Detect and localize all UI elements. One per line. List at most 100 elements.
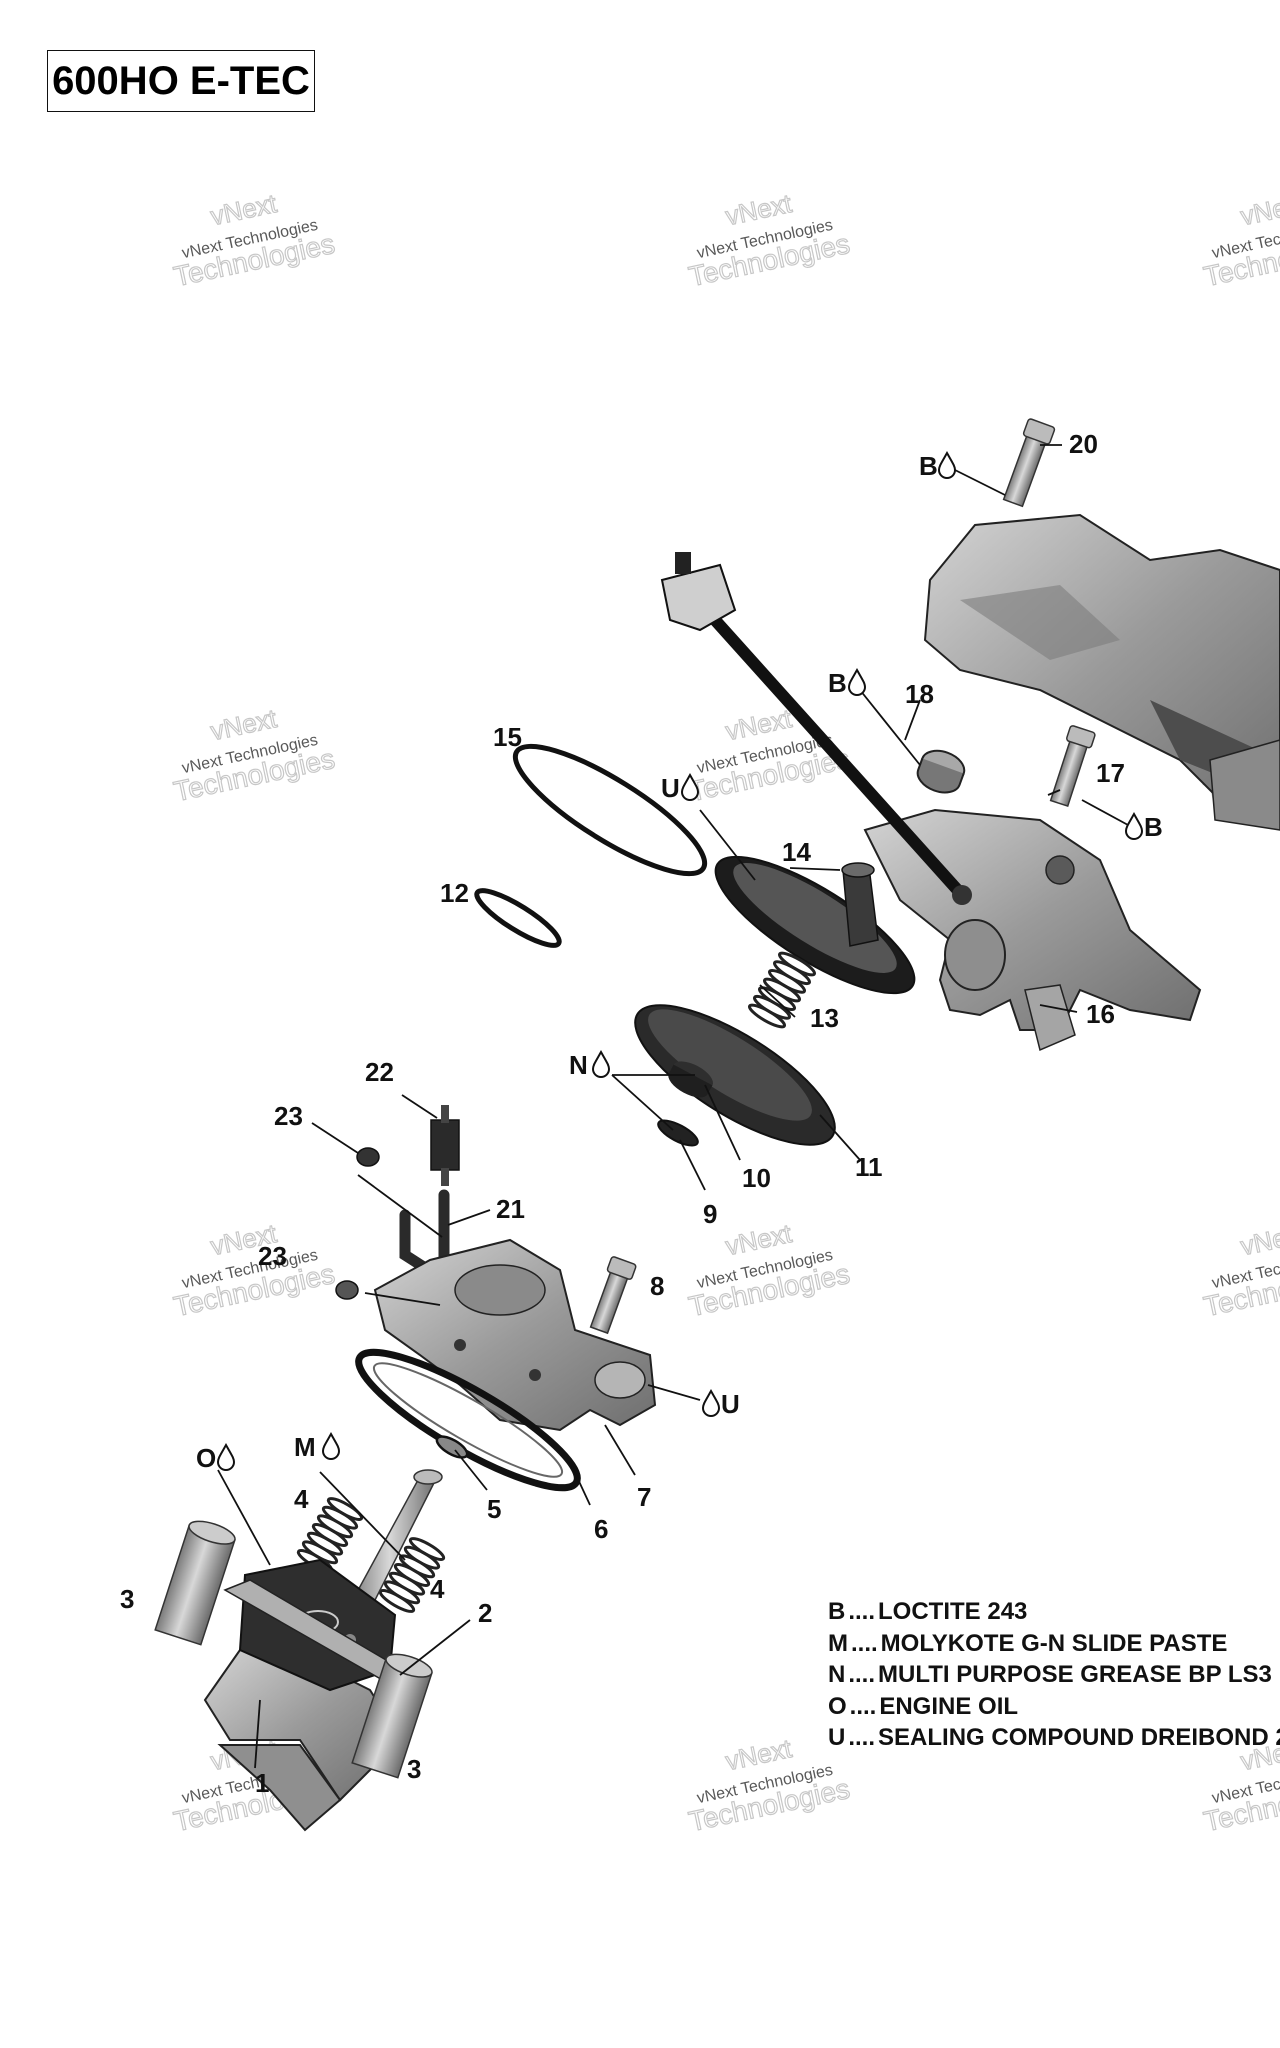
part-4-spring-right xyxy=(378,1537,446,1613)
watermark-text: vNext xyxy=(723,1218,795,1261)
legend-text: SEALING COMPOUND DREIBOND 2290 xyxy=(878,1724,1280,1751)
callout-4: 4 xyxy=(430,1574,445,1604)
callout-16: 16 xyxy=(1086,999,1115,1029)
legend-code: N xyxy=(828,1661,846,1688)
part-18-cap xyxy=(916,749,966,794)
part-7-housing xyxy=(373,1238,657,1432)
legend-row: N....MULTI PURPOSE GREASE BP LS3 xyxy=(828,1659,1272,1691)
mark-sealing-compound: U xyxy=(661,773,680,803)
leader-lines xyxy=(217,444,1129,1769)
callout-13: 13 xyxy=(810,1003,839,1033)
callout-7: 7 xyxy=(637,1482,651,1512)
legend-row: U....SEALING COMPOUND DREIBOND 2290 xyxy=(828,1722,1280,1754)
watermark-text: vNext xyxy=(723,1733,795,1776)
drop-icon xyxy=(938,452,956,479)
part-17-bolt xyxy=(1049,725,1096,808)
callout-17: 17 xyxy=(1096,758,1125,788)
callout-18: 18 xyxy=(905,679,934,709)
legend-code: M xyxy=(828,1629,848,1657)
drop-icon xyxy=(848,669,866,696)
legend-text: MOLYKOTE G-N SLIDE PASTE xyxy=(880,1629,1228,1657)
part-3-sleeve-left xyxy=(154,1520,236,1646)
drop-icon xyxy=(1125,813,1143,840)
part-23-plug-lower xyxy=(335,1280,359,1300)
callout-8: 8 xyxy=(650,1271,664,1301)
legend-code: B xyxy=(828,1598,846,1625)
legend-row: B....LOCTITE 243 xyxy=(828,1596,1268,1628)
legend-text: MULTI PURPOSE GREASE BP LS3 xyxy=(878,1661,1272,1688)
callout-2: 2 xyxy=(478,1598,492,1628)
callout-5: 5 xyxy=(487,1494,501,1524)
callout-numbers: 1 2 3 3 4 4 5 6 7 8 9 10 11 12 13 14 15 … xyxy=(120,429,1125,1798)
callout-1: 1 xyxy=(255,1768,269,1798)
mark-loctite: B xyxy=(828,668,847,698)
legend-code: O xyxy=(828,1692,847,1720)
drop-icon xyxy=(592,1051,610,1078)
lubricant-marks: B B B U U N M O xyxy=(196,451,1163,1473)
plunger-pin xyxy=(348,1469,443,1611)
part-12-o-ring xyxy=(474,888,562,948)
sensor-wire xyxy=(660,552,972,905)
legend-text: ENGINE OIL xyxy=(879,1692,1019,1720)
callout-15: 15 xyxy=(493,722,522,752)
callout-23: 23 xyxy=(274,1101,303,1131)
legend-code: U xyxy=(828,1724,846,1751)
mark-loctite: B xyxy=(919,451,938,481)
callout-14: 14 xyxy=(782,837,811,867)
mark-molykote: M xyxy=(294,1432,316,1462)
drop-icon xyxy=(702,1390,720,1417)
watermark-text: vNext xyxy=(723,703,795,746)
part-11-disc xyxy=(634,1004,836,1146)
drop-icon xyxy=(217,1444,235,1471)
callout-10: 10 xyxy=(742,1163,771,1193)
model-title: 600HO E-TEC xyxy=(47,50,315,112)
part-22-check-valve xyxy=(430,1105,460,1186)
callout-20: 20 xyxy=(1069,429,1098,459)
callout-3: 3 xyxy=(407,1754,421,1784)
legend-separator: .... xyxy=(848,1661,876,1688)
drop-icon xyxy=(322,1433,340,1460)
callout-23: 23 xyxy=(258,1241,287,1271)
mark-loctite: B xyxy=(1144,812,1163,842)
watermark-text: vNext xyxy=(723,188,795,231)
callout-22: 22 xyxy=(365,1057,394,1087)
mark-sealing-compound: U xyxy=(721,1389,740,1419)
mark-grease: N xyxy=(569,1050,588,1080)
callout-12: 12 xyxy=(440,878,469,908)
part-8-bolt xyxy=(589,1256,637,1335)
legend-row: M....MOLYKOTE G-N SLIDE PASTE xyxy=(828,1628,1268,1660)
callout-6: 6 xyxy=(594,1514,608,1544)
cover-housing xyxy=(923,513,1280,831)
part-16-valve-housing xyxy=(863,808,1202,1052)
part-3-sleeve-right xyxy=(351,1653,433,1779)
callout-3: 3 xyxy=(120,1584,134,1614)
legend-separator: .... xyxy=(851,1629,878,1657)
watermark-text: vNext xyxy=(208,703,280,746)
part-23-plug-upper xyxy=(356,1147,380,1167)
part-13-spring xyxy=(748,951,816,1029)
mark-engine-oil: O xyxy=(196,1443,216,1473)
legend-separator: .... xyxy=(848,1598,876,1625)
legend-separator: .... xyxy=(848,1724,876,1751)
part-14-diaphragm xyxy=(714,855,916,995)
callout-21: 21 xyxy=(496,1194,525,1224)
part-20-bolt xyxy=(1002,418,1056,508)
part-5-o-ring xyxy=(435,1435,469,1459)
part-15-o-ring xyxy=(512,743,708,877)
legend-text: LOCTITE 243 xyxy=(878,1598,1028,1625)
legend-row: O....ENGINE OIL xyxy=(828,1691,1268,1723)
watermark-text: vNext xyxy=(1238,188,1280,231)
watermark-text: vNext xyxy=(1238,1218,1280,1261)
watermark-text: vNext xyxy=(208,188,280,231)
callout-9: 9 xyxy=(703,1199,717,1229)
